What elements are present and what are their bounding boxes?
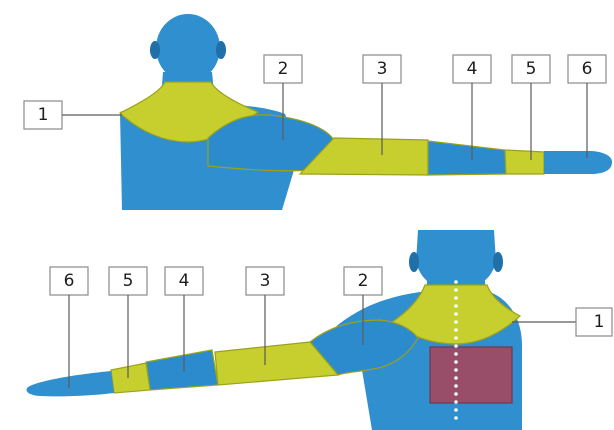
front-ear-right xyxy=(216,41,226,59)
back-segment-5 xyxy=(111,363,150,393)
svg-text:3: 3 xyxy=(260,271,271,291)
spine-dot xyxy=(454,344,458,348)
back-view-figure xyxy=(27,230,523,430)
svg-text:5: 5 xyxy=(123,271,134,291)
back-label-5: 5 xyxy=(109,267,147,378)
front-view-figure xyxy=(120,14,612,210)
front-label-6: 6 xyxy=(568,55,606,158)
svg-text:6: 6 xyxy=(582,59,593,79)
spine-dot xyxy=(454,320,458,324)
spine-dot xyxy=(454,288,458,292)
svg-text:2: 2 xyxy=(278,59,289,79)
svg-text:4: 4 xyxy=(467,59,478,79)
spine-dot xyxy=(454,296,458,300)
spine-dot xyxy=(454,304,458,308)
front-ear-left xyxy=(150,41,160,59)
svg-text:5: 5 xyxy=(526,59,537,79)
front-label-5: 5 xyxy=(512,55,550,160)
spine-dot xyxy=(454,280,458,284)
svg-text:4: 4 xyxy=(179,271,190,291)
spine-dot xyxy=(454,368,458,372)
spine-dot xyxy=(454,416,458,420)
spine-dot xyxy=(454,392,458,396)
spine-dot xyxy=(454,336,458,340)
spine-dot xyxy=(454,352,458,356)
front-segment-4 xyxy=(428,141,506,175)
back-label-1: 1 xyxy=(512,308,612,336)
svg-text:2: 2 xyxy=(358,271,369,291)
svg-text:3: 3 xyxy=(377,59,388,79)
spine-dot xyxy=(454,376,458,380)
front-label-1: 1 xyxy=(24,101,122,129)
spine-dot xyxy=(454,384,458,388)
back-segment-6 xyxy=(27,371,115,396)
back-segment-4 xyxy=(146,350,218,390)
spine-dot xyxy=(454,360,458,364)
back-label-6: 6 xyxy=(50,267,88,388)
svg-text:1: 1 xyxy=(594,312,605,332)
back-segment-red-region xyxy=(430,347,512,403)
front-head xyxy=(156,14,220,82)
spine-dot xyxy=(454,312,458,316)
front-segment-5 xyxy=(505,150,544,174)
svg-text:6: 6 xyxy=(64,271,75,291)
spine-dot xyxy=(454,328,458,332)
front-segment-6 xyxy=(544,151,612,174)
back-ear-right xyxy=(493,252,503,272)
svg-text:1: 1 xyxy=(38,105,49,125)
spine-dot xyxy=(454,400,458,404)
spine-dot xyxy=(454,408,458,412)
back-ear-left xyxy=(409,252,419,272)
